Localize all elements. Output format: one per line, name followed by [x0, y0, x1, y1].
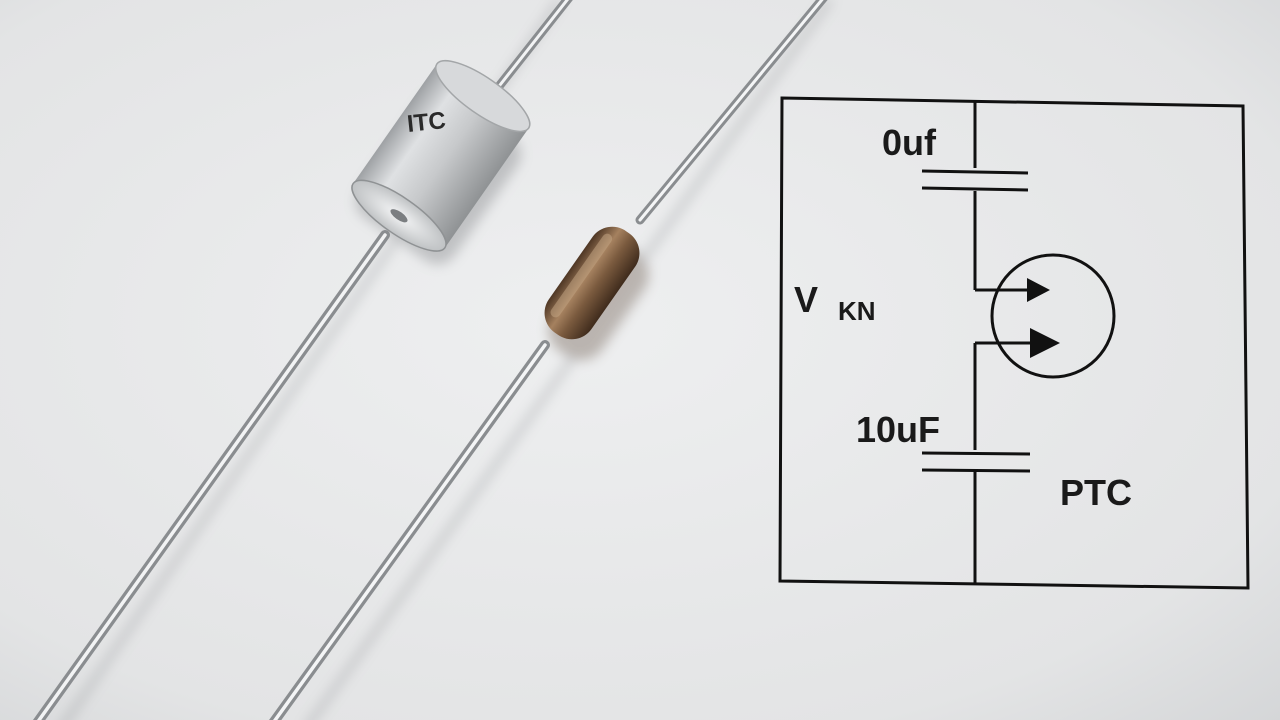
bottom-capacitor-plate-upper: [921, 451, 1031, 456]
voltage-subscript-label: KN: [838, 296, 876, 326]
lead-wire-right: [269, 0, 828, 720]
bottom-capacitor-label: 10uF: [856, 409, 940, 450]
voltage-label: V: [794, 279, 818, 320]
resistor-component: [544, 226, 640, 340]
transistor-symbol: [990, 253, 1116, 379]
bottom-capacitor-plate-lower: [921, 468, 1031, 473]
ptc-label: PTC: [1060, 472, 1132, 513]
cylindrical-component: [351, 60, 531, 252]
circuit-schematic: [778, 96, 1250, 590]
lead-wire-left: [32, 0, 573, 720]
top-capacitor-label: 0uf: [882, 122, 937, 163]
schematic-frame: [778, 96, 1250, 590]
top-capacitor-plate-upper: [921, 169, 1029, 175]
transistor-upper-arrow-icon: [1027, 278, 1050, 302]
transistor-lower-arrow-icon: [1030, 328, 1060, 358]
top-capacitor-plate-lower: [921, 186, 1029, 192]
component-body-marking: IТC: [406, 107, 447, 138]
transistor-arrows: [1027, 278, 1060, 358]
